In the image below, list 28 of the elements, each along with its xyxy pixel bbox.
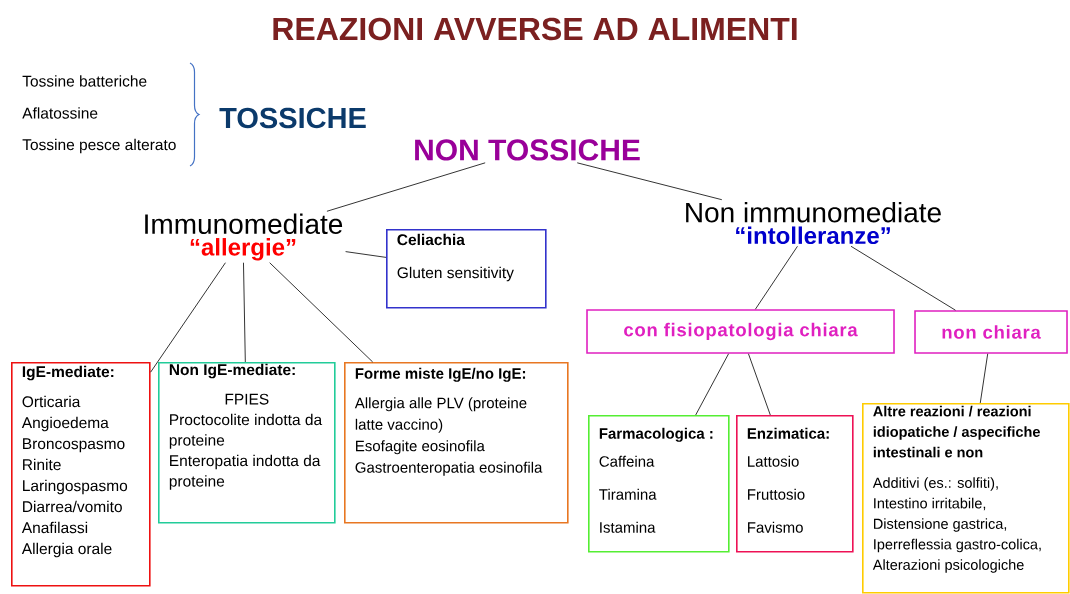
connector-line (979, 353, 989, 404)
list-item: Aflatossine (22, 107, 98, 119)
connector-line (243, 262, 246, 363)
category-box: Celiachia Gluten sensitivity (386, 229, 547, 309)
connector-line (269, 262, 374, 363)
list-item: Tossine pesce alterato (22, 138, 176, 154)
category-heading: NON TOSSICHE (415, 139, 640, 161)
category-box: IgE-mediate: Orticaria Angioedema Broncospasmo Rinite Laringospasmo Diarrea/vomito Anafilassi Allergia orale (11, 362, 151, 587)
category-box: Enzimatica: Lattosio Fruttosio Favismo (736, 415, 854, 553)
category-box: Forme miste IgE/no IgE: Allergia alle PLV (proteine latte vaccino) Esofagite eosinofila Gastroenteropatia eosinofila (344, 362, 569, 524)
category-box: Altre reazioni / reazioni idiopatiche / aspecifiche intestinali e non Additivi (es.: solfiti), Intestino irritabile, Distensione gastrica, Iperreflessia gastro-colica, Alterazioni psicologiche (862, 403, 1070, 594)
connector-line (326, 162, 486, 212)
category-box: non chiara (914, 310, 1068, 354)
connector-line (150, 262, 226, 373)
category-box: con fisiopatologia chiara (586, 309, 895, 354)
list-item: Tossine batteriche (22, 75, 147, 87)
connector-line (576, 162, 723, 201)
category-box: Non IgE-mediate: FPIES Proctocolite indotta da proteine Enteropatia indotta da proteine (158, 362, 336, 524)
category-heading: TOSSICHE (219, 107, 366, 129)
connector-line (695, 353, 729, 416)
category-heading: Non immunomediate “intolleranze” (686, 201, 941, 245)
category-heading: Immunomediate “allergie” (145, 213, 343, 261)
connector-line (345, 251, 387, 258)
connector-line (850, 245, 956, 311)
connector-line (755, 245, 798, 310)
category-box: Farmacologica : Caffeina Tiramina Istamina (588, 415, 730, 553)
connector-line (748, 353, 771, 416)
title: REAZIONI AVVERSE AD ALIMENTI (273, 17, 797, 41)
